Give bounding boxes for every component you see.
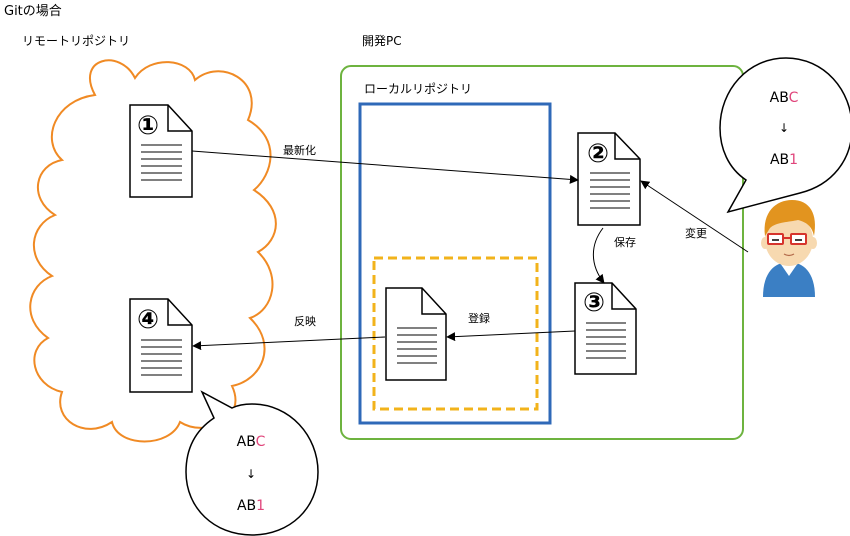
top-bubble-line2-prefix: AB <box>770 152 789 168</box>
bottom-bubble-line2-accent: 1 <box>256 498 265 514</box>
local-repo-box <box>358 102 552 425</box>
document-4-number: ④ <box>137 305 159 335</box>
document-2-icon <box>577 132 641 226</box>
bottom-bubble-line2-prefix: AB <box>237 498 256 514</box>
register-arrow-label: 登録 <box>468 311 490 325</box>
bottom-bubble-line1-accent: C <box>256 434 266 450</box>
save-arrow <box>592 227 605 284</box>
bottom-bubble-arrow: ↓ <box>246 467 256 481</box>
top-speech-bubble <box>719 57 850 214</box>
top-bubble-line1-prefix: AB <box>770 90 789 106</box>
bottom-bubble-line1: ABC <box>237 434 266 450</box>
change-arrow <box>640 180 749 253</box>
pc-label: 開発PC <box>362 34 402 48</box>
local-repo-label: ローカルリポジトリ <box>364 82 472 96</box>
top-bubble-line2: AB1 <box>770 152 798 168</box>
update-arrow <box>191 150 579 184</box>
commit-area-box <box>372 256 539 411</box>
bottom-bubble-line2: AB1 <box>237 498 265 514</box>
document-1-number: ① <box>137 111 159 141</box>
remote-label: リモートリポジトリ <box>22 34 130 48</box>
diagram-title: Gitの場合 <box>4 4 62 19</box>
person-icon <box>761 200 817 297</box>
document-3-icon <box>574 282 637 375</box>
reflect-arrow <box>192 336 386 351</box>
top-bubble-line1: ABC <box>770 90 799 106</box>
top-bubble-line2-accent: 1 <box>789 152 798 168</box>
dev-pc-box <box>340 65 744 440</box>
bottom-bubble-line1-prefix: AB <box>237 434 256 450</box>
reflect-arrow-label: 反映 <box>294 315 316 328</box>
register-arrow <box>446 330 576 342</box>
document-1-icon <box>129 104 193 198</box>
document-3-number: ③ <box>583 288 605 318</box>
update-arrow-label: 最新化 <box>283 143 316 157</box>
document-4-icon <box>129 298 193 393</box>
change-arrow-label: 変更 <box>685 226 707 240</box>
top-bubble-line1-accent: C <box>789 90 799 106</box>
bottom-speech-bubble <box>185 390 319 536</box>
save-arrow-label: 保存 <box>614 235 636 249</box>
document-2-number: ② <box>587 139 609 169</box>
top-bubble-arrow: ↓ <box>779 121 789 135</box>
local-document-icon <box>385 287 447 381</box>
